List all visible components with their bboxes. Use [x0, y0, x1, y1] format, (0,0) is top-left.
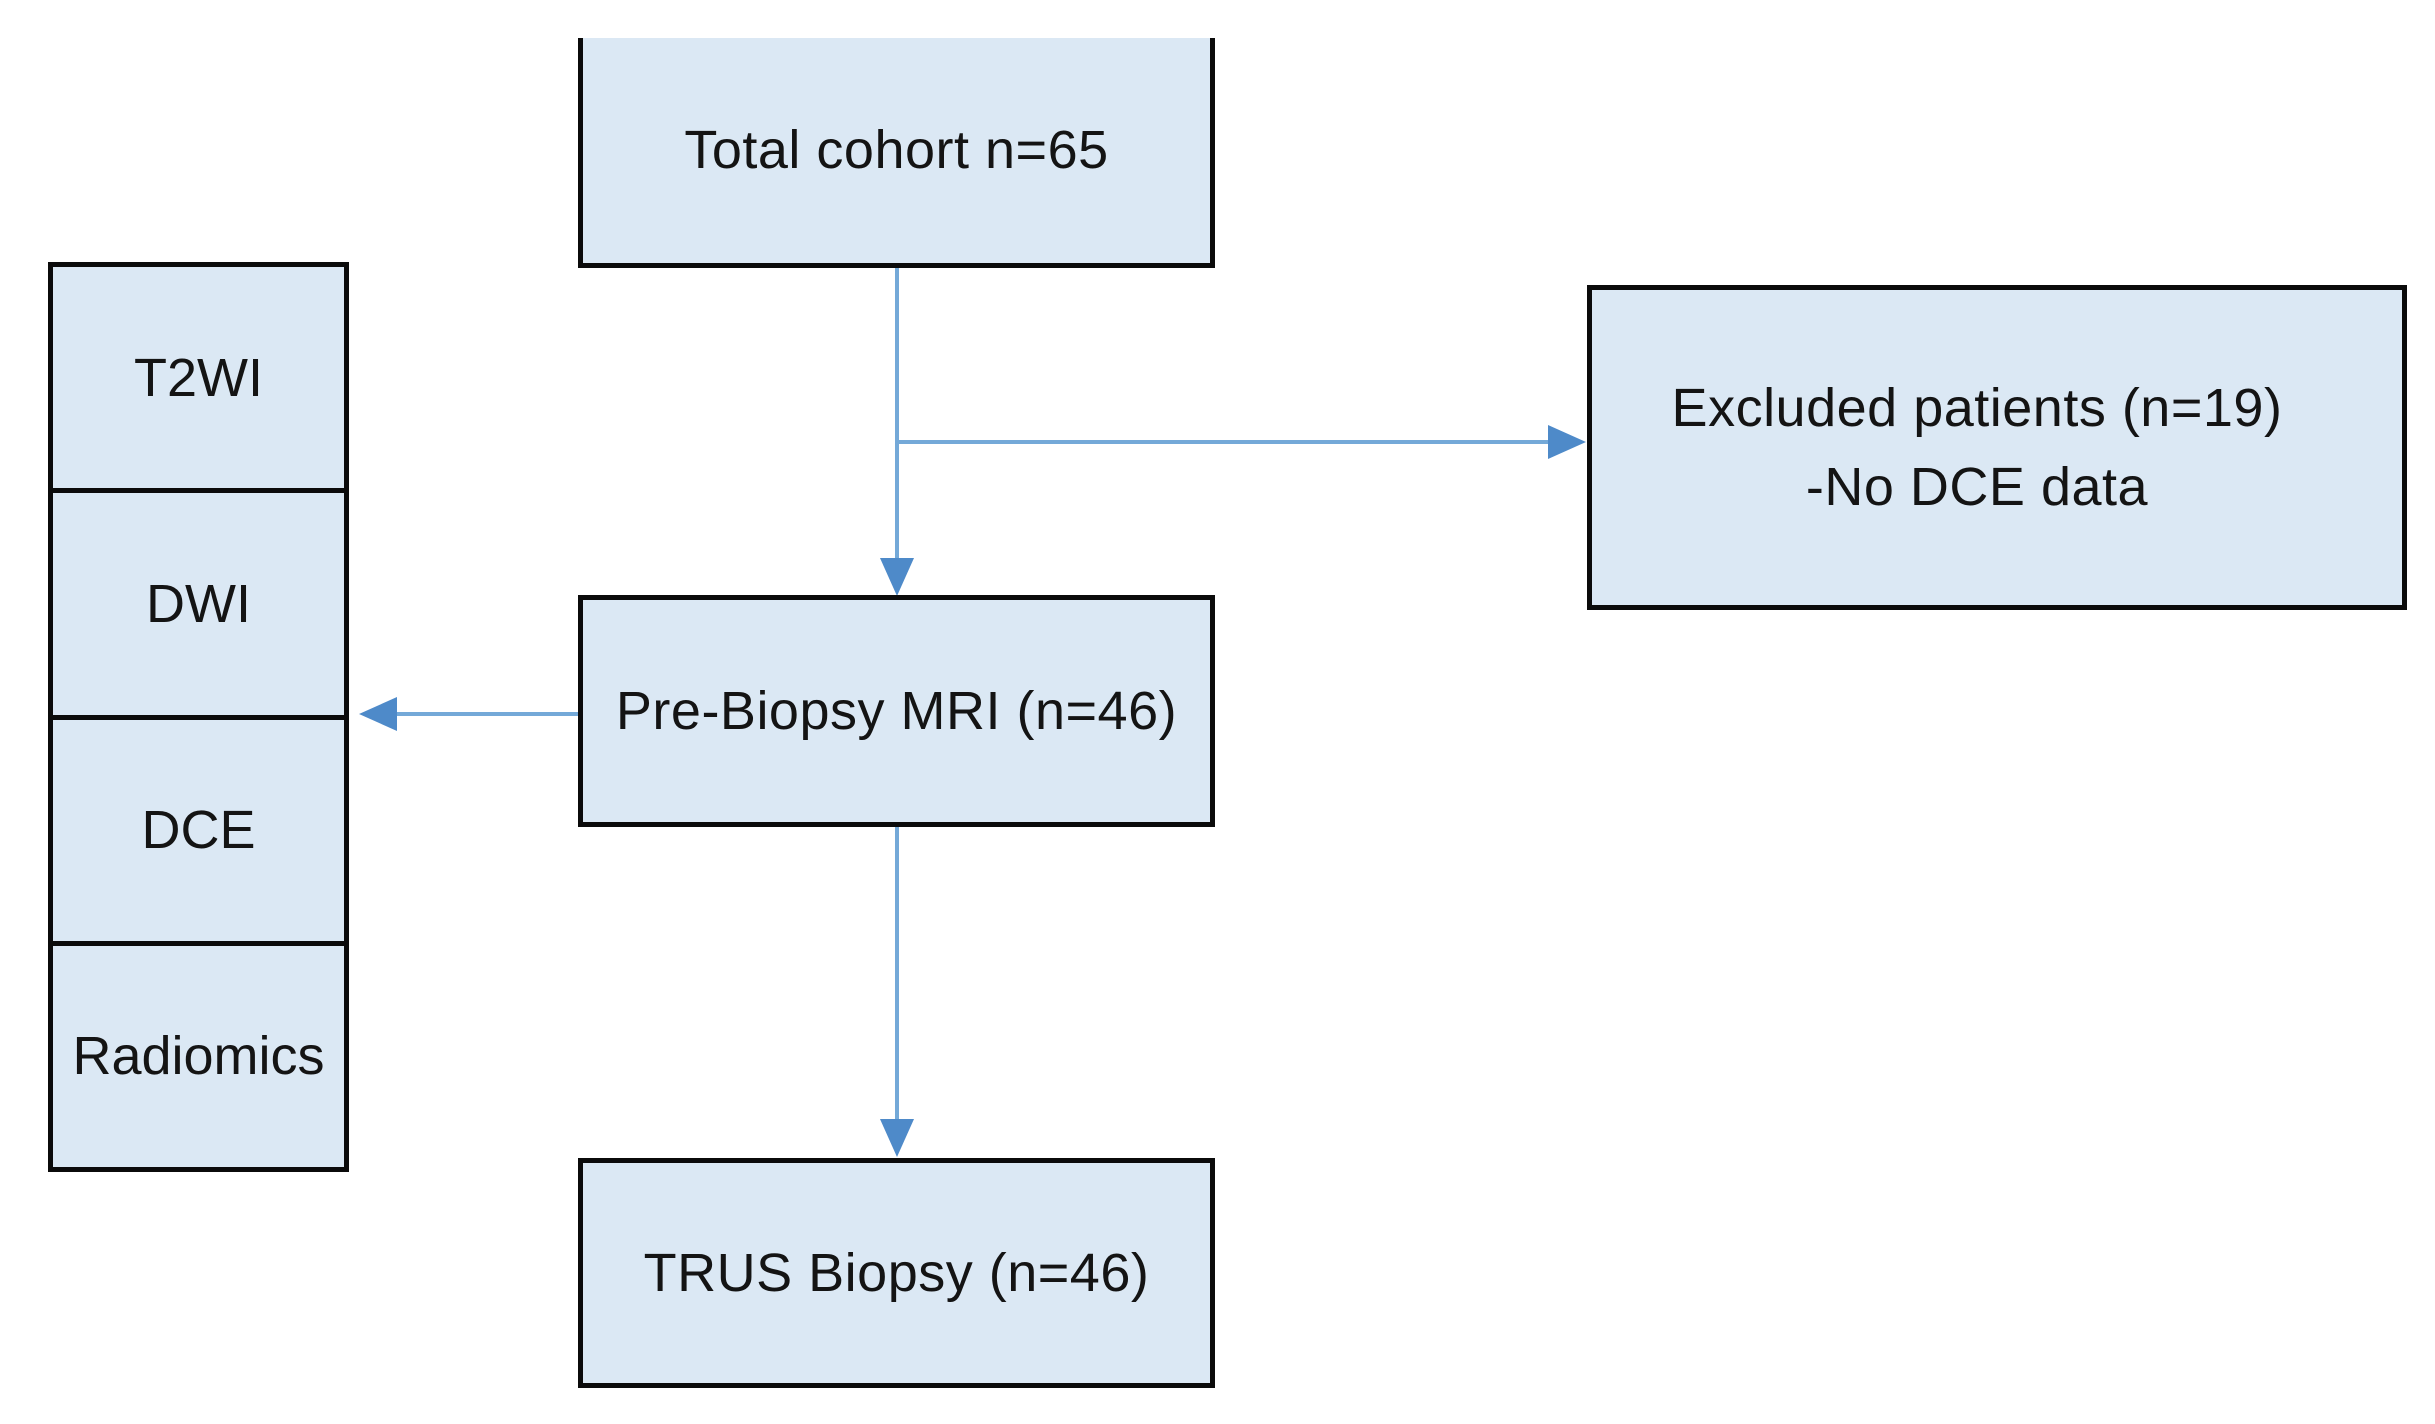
node-trus-biopsy-label: TRUS Biopsy (n=46): [643, 1242, 1150, 1303]
modality-cell-dwi: DWI: [48, 488, 349, 720]
arrow-branch-to-excluded: [897, 425, 1586, 459]
modality-label: DWI: [146, 573, 251, 634]
arrow-prebiopsy-to-modalities: [359, 697, 578, 731]
modality-label: T2WI: [134, 347, 263, 408]
node-excluded-patients: Excluded patients (n=19) -No DCE data: [1587, 285, 2407, 610]
modality-cell-dce: DCE: [48, 714, 349, 946]
modality-label: Radiomics: [72, 1026, 325, 1087]
arrow-prebiopsy-to-trus: [880, 827, 914, 1157]
modality-stack: T2WI DWI DCE Radiomics: [48, 262, 349, 1172]
modality-cell-t2wi: T2WI: [48, 262, 349, 494]
node-total-cohort: Total cohort n=65: [578, 38, 1215, 268]
node-trus-biopsy: TRUS Biopsy (n=46): [578, 1158, 1215, 1388]
excluded-patients-line1: Excluded patients (n=19): [1671, 378, 2283, 439]
node-total-cohort-label: Total cohort n=65: [684, 120, 1109, 181]
node-pre-biopsy-mri: Pre-Biopsy MRI (n=46): [578, 595, 1215, 827]
node-pre-biopsy-mri-label: Pre-Biopsy MRI (n=46): [615, 680, 1178, 741]
arrow-total-to-prebiopsy: [880, 268, 914, 596]
excluded-patients-line2: -No DCE data: [1805, 456, 2149, 517]
modality-label: DCE: [141, 800, 256, 861]
modality-cell-radiomics: Radiomics: [48, 940, 349, 1172]
